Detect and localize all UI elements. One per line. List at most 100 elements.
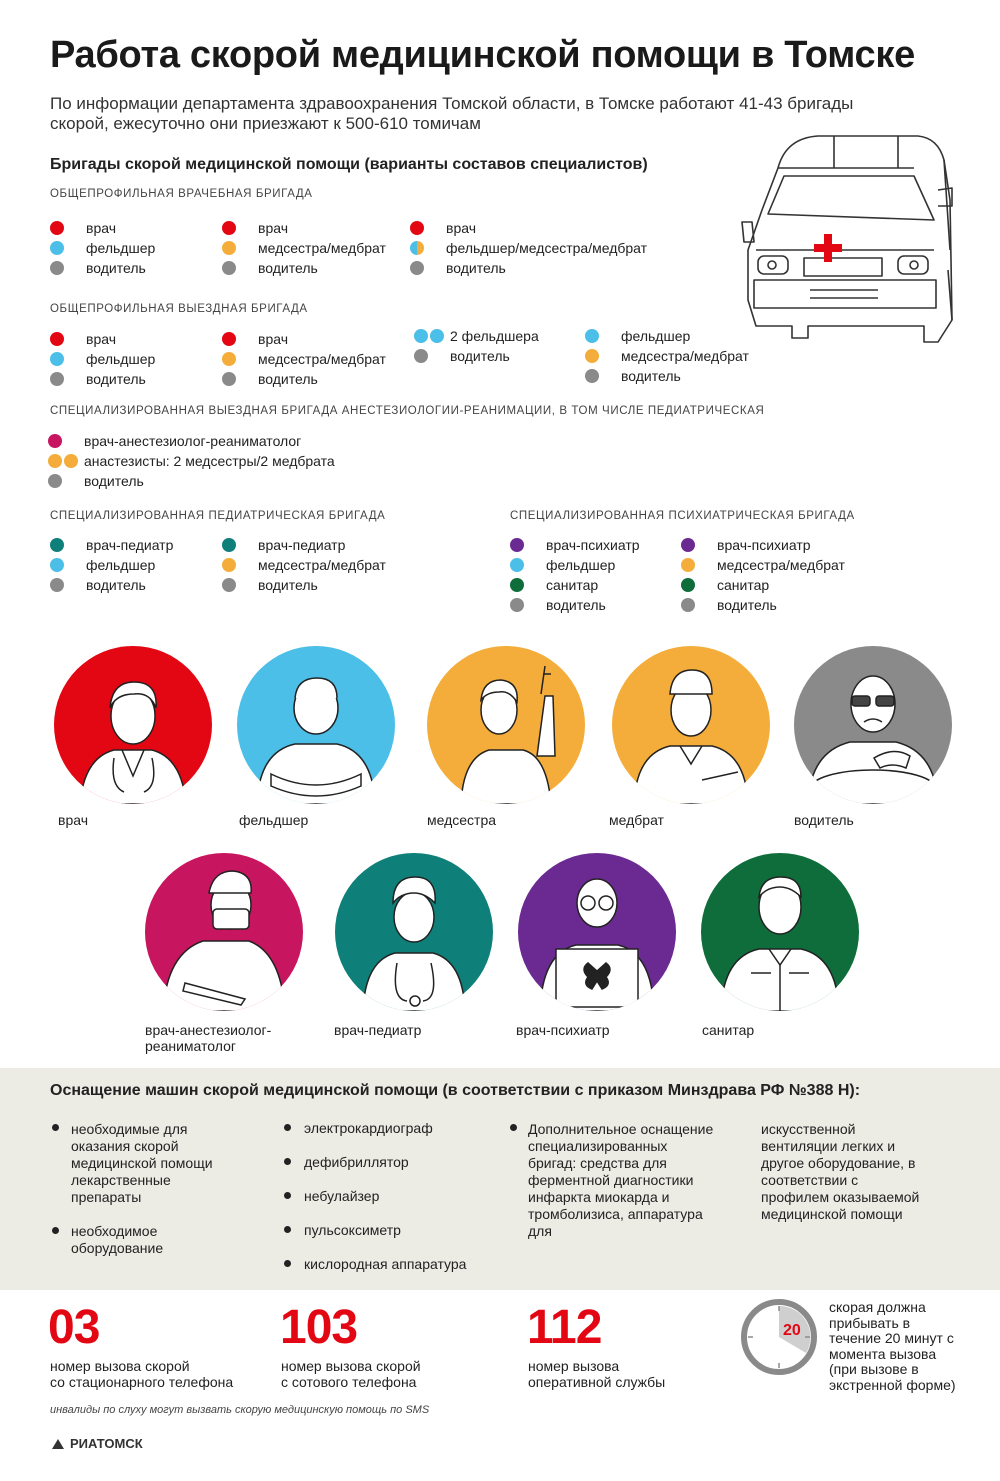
orange-dot-icon (48, 454, 62, 468)
orange-dot-icon (585, 349, 599, 363)
label-sanitar: санитар (702, 1022, 755, 1038)
bullet-icon (284, 1192, 291, 1199)
equipment-item: необходимое оборудование (71, 1223, 164, 1256)
equipment-item: кислородная аппаратура (304, 1256, 467, 1272)
ambulance-illustration (741, 135, 953, 343)
blue-dot-icon (50, 558, 64, 572)
gray-dot-icon (414, 349, 428, 363)
number-103-desc: номер вызова скорой с сотового телефона (281, 1358, 421, 1390)
intro-text: По информации департамента здравоохранен… (50, 94, 854, 133)
portrait-voditel (794, 646, 952, 804)
orange-dot-icon (64, 454, 78, 468)
brigade-psychiatric-var1: врач-психиатр фельдшер санитар водитель (510, 535, 640, 615)
timer-text: скорая должна прибывать в течение 20 мин… (829, 1299, 956, 1393)
label-feldsher: фельдшер (239, 812, 309, 828)
equipment-item: необходимые для оказания скорой медицинс… (71, 1121, 213, 1205)
equipment-item-additional: Дополнительное оснащение специализирован… (528, 1121, 714, 1239)
half-blue-orange-dot-icon (410, 241, 424, 255)
equipment-item: пульсоксиметр (304, 1222, 401, 1238)
blue-dot-icon (510, 558, 524, 572)
caption-pediatric: СПЕЦИАЛИЗИРОВАННАЯ ПЕДИАТРИЧЕСКАЯ БРИГАД… (50, 510, 386, 522)
page-title: Работа скорой медицинской помощи в Томск… (50, 34, 915, 76)
brigade-general-doctor-var2: врач медсестра/медбрат водитель (222, 218, 386, 278)
gray-dot-icon (681, 598, 695, 612)
logo-mark-icon (52, 1438, 64, 1449)
red-dot-icon (50, 332, 64, 346)
equipment-panel (0, 1068, 1000, 1290)
red-dot-icon (222, 221, 236, 235)
orange-dot-icon (681, 558, 695, 572)
brigade-general-doctor-var3: врач фельдшер/медсестра/медбрат водитель (410, 218, 647, 278)
gray-dot-icon (222, 578, 236, 592)
bullet-icon (284, 1260, 291, 1267)
bullet-icon (52, 1227, 59, 1234)
orange-dot-icon (222, 352, 236, 366)
gray-dot-icon (410, 261, 424, 275)
equipment-item-additional-cont: искусственной вентиляции легких и другое… (761, 1121, 920, 1222)
brigade-general-field-var2: врач медсестра/медбрат водитель (222, 329, 386, 389)
red-dot-icon (410, 221, 424, 235)
portrait-sanitar (701, 853, 859, 1011)
label-medsestra: медсестра (427, 812, 497, 828)
brigade-pediatric-var1: врач-педиатр фельдшер водитель (50, 535, 173, 595)
equipment-item: электрокардиограф (304, 1120, 433, 1136)
bullet-icon (284, 1226, 291, 1233)
gray-dot-icon (510, 598, 524, 612)
blue-dot-icon (585, 329, 599, 343)
caption-anesthesia: СПЕЦИАЛИЗИРОВАННАЯ ВЫЕЗДНАЯ БРИГАДА АНЕС… (50, 405, 765, 417)
label-anest: врач-анестезиолог- реаниматолог (145, 1022, 272, 1054)
number-103: 103 (280, 1301, 358, 1354)
portrait-medsestra (427, 646, 585, 804)
green-dot-icon (510, 578, 524, 592)
gray-dot-icon (50, 372, 64, 386)
brigade-anesthesia: врач-анестезиолог-реаниматолог анастезис… (48, 431, 335, 491)
equipment-title: Оснащение машин скорой медицинской помощ… (50, 1082, 861, 1099)
caption-general-doctor: ОБЩЕПРОФИЛЬНАЯ ВРАЧЕБНАЯ БРИГАДА (50, 188, 313, 200)
gray-dot-icon (50, 578, 64, 592)
teal-dot-icon (222, 538, 236, 552)
portrait-medbrat (612, 646, 770, 804)
brigade-general-field-var3: 2 фельдшера водитель (414, 326, 539, 366)
blue-dot-icon (414, 329, 428, 343)
blue-dot-icon (50, 352, 64, 366)
green-dot-icon (681, 578, 695, 592)
blue-dot-icon (430, 329, 444, 343)
orange-dot-icon (222, 558, 236, 572)
brigade-psychiatric-var2: врач-психиатр медсестра/медбрат санитар … (681, 535, 845, 615)
brigade-general-field-var4: фельдшер медсестра/медбрат водитель (585, 326, 749, 386)
orange-dot-icon (222, 241, 236, 255)
caption-general-field: ОБЩЕПРОФИЛЬНАЯ ВЫЕЗДНАЯ БРИГАДА (50, 303, 308, 315)
gray-dot-icon (585, 369, 599, 383)
bullet-icon (284, 1158, 291, 1165)
purple-dot-icon (681, 538, 695, 552)
ria-tomsk-logo: РИАТОМСК (50, 1436, 143, 1451)
number-03: 03 (48, 1301, 100, 1354)
brigade-general-doctor-var1: врач фельдшер водитель (50, 218, 155, 278)
caption-psychiatric: СПЕЦИАЛИЗИРОВАННАЯ ПСИХИАТРИЧЕСКАЯ БРИГА… (510, 510, 855, 522)
portrait-vrach (54, 646, 212, 804)
number-112-desc: номер вызова оперативной службы (528, 1358, 666, 1390)
gray-dot-icon (222, 261, 236, 275)
stopwatch-icon (741, 1299, 817, 1375)
gray-dot-icon (50, 261, 64, 275)
purple-dot-icon (510, 538, 524, 552)
bullet-icon (510, 1124, 517, 1131)
label-psihiatr: врач-психиатр (516, 1022, 610, 1038)
sms-note: инвалиды по слуху могут вызвать скорую м… (50, 1404, 430, 1416)
equipment-item: небулайзер (304, 1188, 380, 1204)
portrait-pediatr (335, 853, 493, 1011)
label-medbrat: медбрат (609, 812, 664, 828)
blue-dot-icon (50, 241, 64, 255)
equipment-item: дефибриллятор (304, 1154, 409, 1170)
brigades-section-title: Бригады скорой медицинской помощи (вариа… (50, 156, 648, 173)
red-dot-icon (222, 332, 236, 346)
number-112: 112 (527, 1301, 602, 1354)
brigade-general-field-var1: врач фельдшер водитель (50, 329, 155, 389)
red-dot-icon (50, 221, 64, 235)
teal-dot-icon (50, 538, 64, 552)
timer-value: 20 (783, 1322, 801, 1339)
portrait-psihiatr (518, 853, 676, 1011)
portrait-anesteziolog (145, 853, 303, 1011)
brigade-pediatric-var2: врач-педиатр медсестра/медбрат водитель (222, 535, 386, 595)
gray-dot-icon (48, 474, 62, 488)
